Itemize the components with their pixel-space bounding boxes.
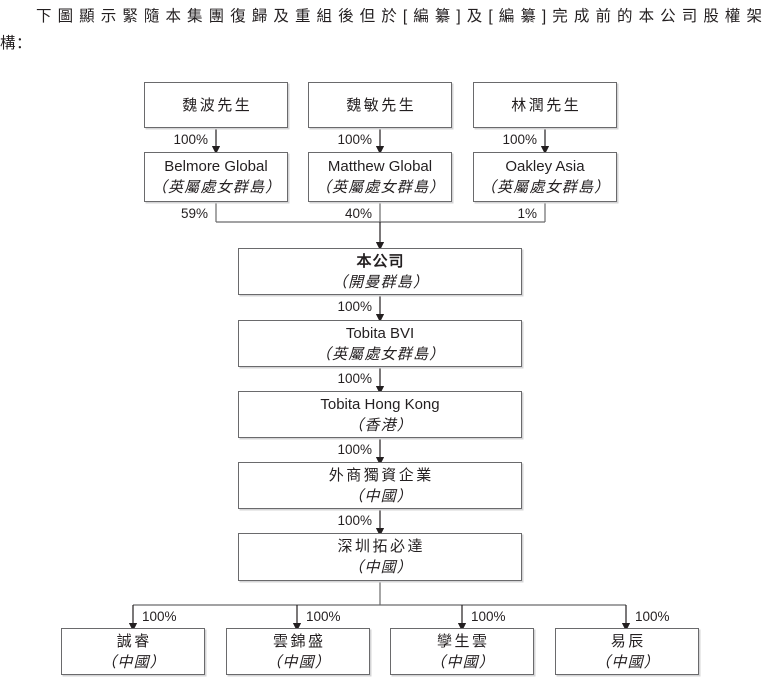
node-locale: （中國） [101,653,166,671]
node-wei-min[interactable]: 魏敏先生 [308,82,452,128]
edge-label-company-tobita-bvi: 100% [337,299,372,314]
node-label: 魏敏先生 [346,96,417,114]
edge-label-oakley-company: 1% [517,206,537,221]
edge-label-tobita-hk-wfoe: 100% [337,442,372,457]
node-wfoe[interactable]: 外商獨資企業 （中國） [238,462,522,509]
node-locale: （中國） [348,559,413,576]
node-matthew-global[interactable]: Matthew Global （英屬處女群島） [308,152,452,202]
node-locale: （英屬處女群島） [315,345,446,363]
node-label: 深圳拓必達 [337,538,425,555]
intro-line-1: 下圖顯示緊隨本集團復歸及重組後但於[編纂]及[編纂]完成前的本公司股權架 [36,8,762,25]
edge-label-shenzhen-chengrui: 100% [142,609,177,624]
node-locale: （開曼群島） [331,273,430,291]
node-locale: （中國） [348,487,413,505]
node-oakley-asia[interactable]: Oakley Asia （英屬處女群島） [473,152,617,202]
node-luanshengyun[interactable]: 孿生雲 （中國） [390,628,534,675]
node-label: Oakley Asia [505,158,585,175]
node-locale: （中國） [430,653,495,671]
node-label: Belmore Global [164,158,268,175]
edge-label-wei-bo-belmore: 100% [173,132,208,147]
node-label: Matthew Global [327,158,433,175]
node-label: 本公司 [356,252,405,270]
node-locale: （中國） [266,653,331,671]
node-label: 外商獨資企業 [328,466,434,484]
node-label: 孿生雲 [436,632,490,650]
node-locale: （香港） [348,416,413,434]
intro-line-2: 構： [0,35,33,52]
node-wei-bo[interactable]: 魏波先生 [144,82,288,128]
node-label: Tobita Hong Kong [320,395,440,413]
edge-label-shenzhen-luanshengyun: 100% [471,609,506,624]
node-yichen[interactable]: 易辰 （中國） [555,628,699,675]
node-chengrui[interactable]: 誠睿 （中國） [61,628,205,675]
edge-label-wfoe-shenzhen: 100% [337,513,372,528]
edge-label-shenzhen-yichen: 100% [635,609,670,624]
edge-label-matthew-company: 40% [344,206,372,221]
node-label: 魏波先生 [182,96,253,114]
edge-label-wei-min-matthew: 100% [337,132,372,147]
edge-label-lin-run-oakley: 100% [502,132,537,147]
node-label: 林潤先生 [511,96,582,114]
node-yunjinsheng[interactable]: 雲錦盛 （中國） [226,628,370,675]
node-lin-run[interactable]: 林潤先生 [473,82,617,128]
node-tobita-hong-kong[interactable]: Tobita Hong Kong （香港） [238,391,522,438]
edge-label-tobita-bvi-tobita-hk: 100% [337,371,372,386]
node-label: 雲錦盛 [272,632,326,650]
node-label: 易辰 [610,632,646,650]
node-tobita-bvi[interactable]: Tobita BVI （英屬處女群島） [238,320,522,367]
node-locale: （英屬處女群島） [315,179,446,196]
edge-label-shenzhen-yunjinsheng: 100% [306,609,341,624]
node-shenzhen-tuobida[interactable]: 深圳拓必達 （中國） [238,533,522,581]
node-label: 誠睿 [116,632,152,650]
node-locale: （英屬處女群島） [480,179,611,196]
node-the-company[interactable]: 本公司 （開曼群島） [238,248,522,295]
node-locale: （中國） [595,653,660,671]
edge-label-belmore-company: 59% [180,206,208,221]
node-label: Tobita BVI [345,324,415,342]
node-locale: （英屬處女群島） [151,179,282,196]
node-belmore-global[interactable]: Belmore Global （英屬處女群島） [144,152,288,202]
